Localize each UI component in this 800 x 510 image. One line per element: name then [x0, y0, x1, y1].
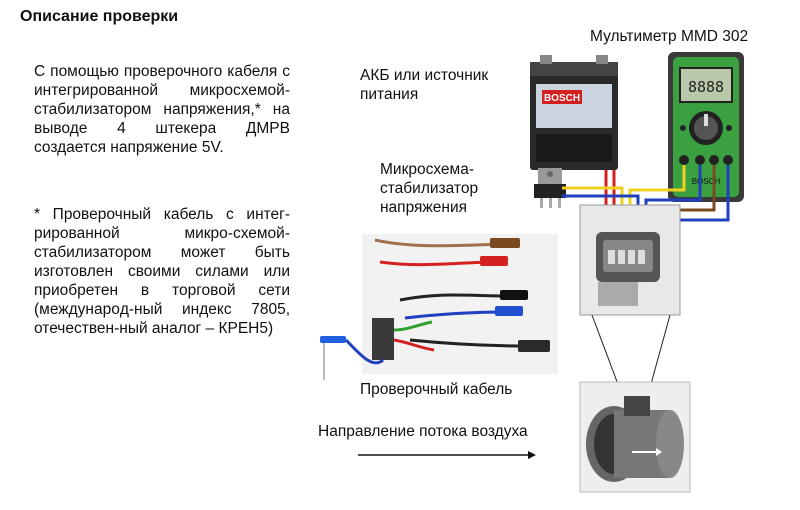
battery-label-line2: питания: [360, 86, 419, 103]
description-paragraph: С помощью проверочного кабеля с интегрир…: [34, 63, 290, 156]
chip-label: Микросхема- стабилизатор напряжения: [380, 160, 478, 217]
cable-label: Проверочный кабель: [360, 381, 513, 398]
battery-image: BOSCH: [530, 55, 618, 170]
test-cable-image: [320, 234, 558, 380]
airflow-label: Направление потока воздуха: [318, 423, 528, 440]
chip-label-line2: стабилизатор: [380, 180, 479, 197]
chip-label-line1: Микросхема-: [380, 161, 474, 178]
meter-display-text: 8888: [688, 78, 724, 96]
battery-label: АКБ или источник питания: [360, 66, 488, 104]
multimeter-image: 8888 BOSCH: [668, 52, 744, 202]
airflow-arrow: [358, 451, 536, 459]
air-flow-sensor-image: [579, 381, 691, 493]
regulator-chip-image: [534, 168, 566, 208]
page-title: Описание проверки: [20, 8, 179, 25]
battery-brand-text: BOSCH: [544, 93, 580, 104]
multimeter-label: Мультиметр MMD 302: [590, 28, 749, 45]
footnote-paragraph: * Проверочный кабель с интег-рированной …: [34, 206, 290, 337]
meter-brand-text: BOSCH: [692, 177, 721, 186]
connector-closeup-image: [579, 204, 681, 316]
chip-label-line3: напряжения: [380, 199, 468, 216]
battery-label-line1: АКБ или источник: [360, 67, 489, 84]
